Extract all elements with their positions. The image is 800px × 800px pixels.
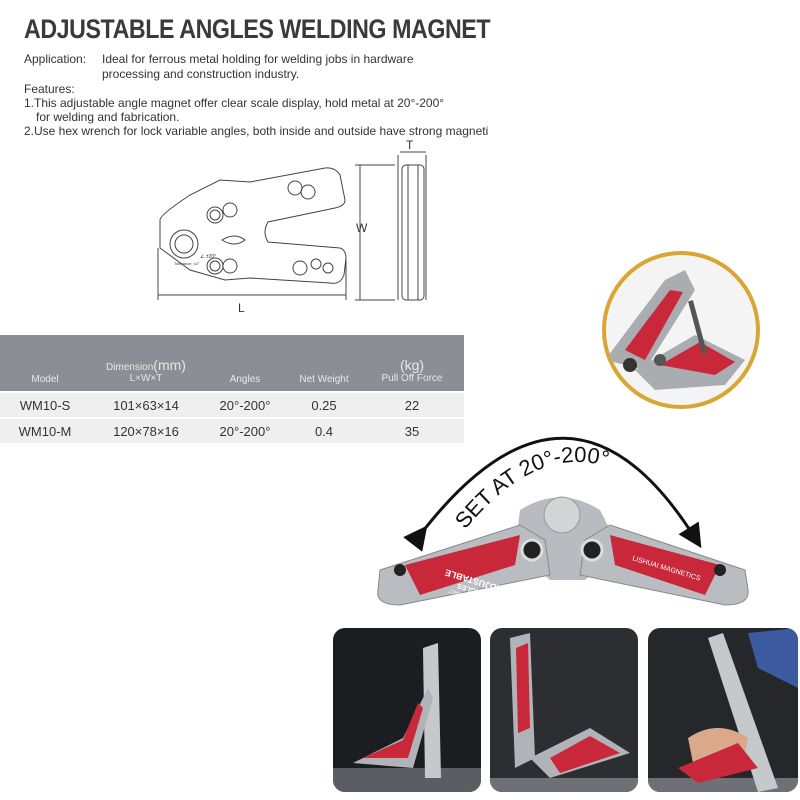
spec-table: Model Dimension(mm) L×W×T Angles Net Wei…: [0, 335, 464, 443]
features-label: Features:: [24, 82, 75, 96]
table-header-row: Model Dimension(mm) L×W×T Angles Net Wei…: [0, 335, 464, 392]
length-label: L: [238, 301, 245, 315]
cell-force: 35: [360, 417, 464, 443]
header-dimension-sub: L×W×T: [129, 373, 163, 384]
header-model: Model: [0, 335, 90, 392]
feature-1-line-2: for welding and fabrication.: [36, 110, 180, 124]
header-dimension: Dimension(mm) L×W×T: [90, 335, 202, 392]
header-force-unit: (kg): [399, 357, 425, 373]
application-line-1: Ideal for ferrous metal holding for weld…: [102, 52, 414, 66]
cell-dimension: 101×63×14: [90, 391, 202, 418]
header-net-weight: Net Weight: [288, 335, 360, 392]
angle-label: ∠ ±20°: [200, 254, 216, 260]
table-row: WM10-M 120×78×16 20°-200° 0.4 35: [0, 417, 464, 443]
range-arrow: [403, 436, 702, 552]
usage-photo-3: [648, 628, 798, 792]
tolerance-label: Tolerance: ±2°: [174, 261, 200, 266]
header-force: (kg) Pull Off Force: [360, 335, 464, 392]
cell-net-weight: 0.4: [288, 417, 360, 443]
feature-1-line-1: 1.This adjustable angle magnet offer cle…: [24, 96, 445, 110]
cell-model: WM10-M: [0, 417, 90, 443]
table-row: WM10-S 101×63×14 20°-200° 0.25 22: [0, 391, 464, 418]
header-dimension-title: Dimension: [106, 362, 154, 373]
header-dimension-unit: (mm): [153, 357, 186, 373]
cell-net-weight: 0.25: [288, 391, 360, 418]
cell-angles: 20°-200°: [202, 391, 288, 418]
header-angles: Angles: [202, 335, 288, 392]
product-image: SET AT 20°-200° ADJUSTABLE ANGLES WELDIN…: [377, 436, 749, 606]
usage-photo-2: [490, 628, 638, 792]
page-title: ADJUSTABLE ANGLES WELDING MAGNET: [24, 14, 491, 44]
application-line-2: processing and construction industry.: [102, 67, 300, 81]
feature-2-line-1: 2.Use hex wrench for lock variable angle…: [24, 124, 489, 138]
thickness-label: T: [406, 140, 414, 152]
width-label: W: [356, 221, 368, 235]
application-label: Application:: [24, 52, 87, 66]
technical-drawing: Tolerance: ±2° ∠ ±20° L W T: [157, 140, 427, 315]
header-force-label: Pull Off Force: [381, 373, 443, 384]
inset-closeup-photo: [602, 251, 760, 409]
side-view-outline: [401, 164, 425, 301]
usage-photo-1: [333, 628, 481, 792]
cell-angles: 20°-200°: [202, 417, 288, 443]
cell-dimension: 120×78×16: [90, 417, 202, 443]
cell-force: 22: [360, 391, 464, 418]
hex-wrench-icon: [688, 300, 708, 355]
front-view-outline: [159, 167, 347, 284]
cell-model: WM10-S: [0, 391, 90, 418]
